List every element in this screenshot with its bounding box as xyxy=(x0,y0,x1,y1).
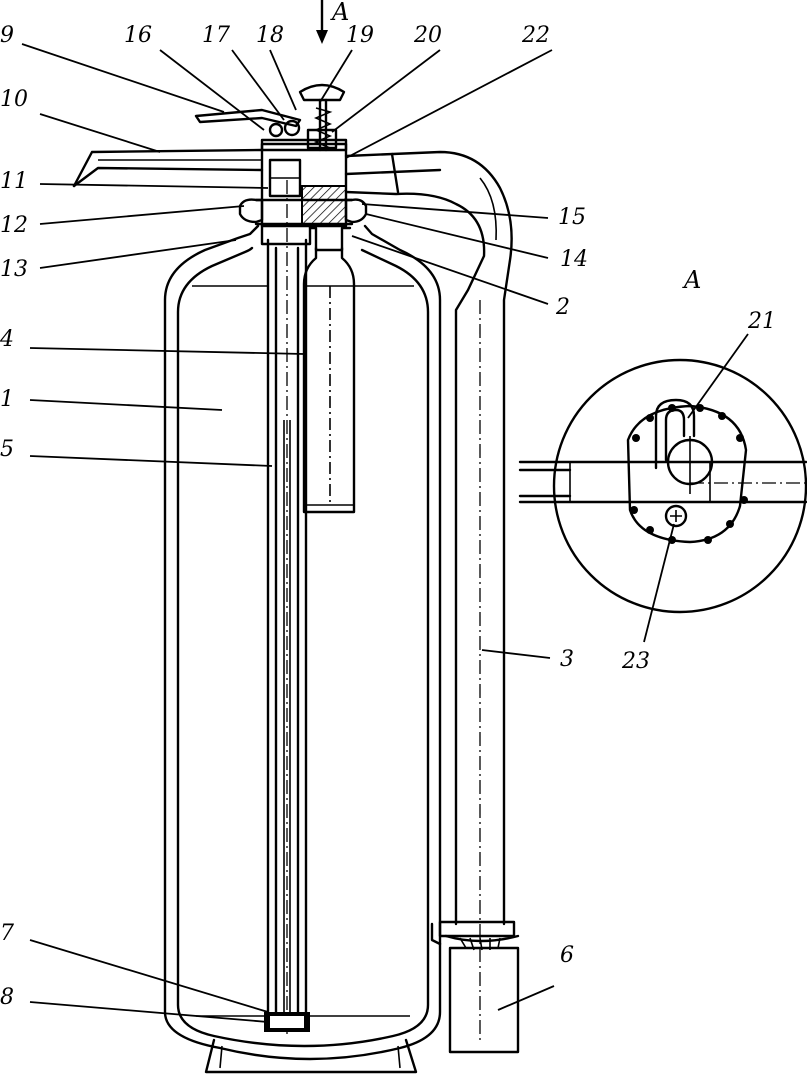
view-direction-arrow: A xyxy=(316,0,349,44)
detail-view-label: A xyxy=(682,266,701,294)
gas-cartridge xyxy=(302,246,356,514)
head-assembly xyxy=(194,83,368,252)
callout-20: 20 xyxy=(413,23,442,48)
callout-labels: 9 10 11 12 13 4 1 5 7 8 16 17 18 19 20 2… xyxy=(0,23,776,1010)
callout-22: 22 xyxy=(521,23,550,48)
callout-7: 7 xyxy=(0,921,14,946)
carrying-handle xyxy=(72,148,264,188)
callout-4: 4 xyxy=(0,327,14,352)
callout-6: 6 xyxy=(560,943,574,968)
siphon-tube xyxy=(264,180,310,1036)
view-arrow-label: A xyxy=(330,0,349,26)
callout-21: 21 xyxy=(747,309,776,334)
callout-18: 18 xyxy=(256,23,284,48)
callout-14: 14 xyxy=(560,247,588,272)
callout-15: 15 xyxy=(558,205,586,230)
detail-view-a xyxy=(518,358,807,614)
callout-23: 23 xyxy=(621,649,650,674)
callout-12: 12 xyxy=(0,213,28,238)
callout-17: 17 xyxy=(202,23,230,48)
callout-8: 8 xyxy=(0,985,14,1010)
callout-5: 5 xyxy=(0,437,14,462)
nozzle xyxy=(444,934,520,1054)
callout-13: 13 xyxy=(0,257,28,282)
callout-19: 19 xyxy=(346,23,374,48)
callout-2: 2 xyxy=(555,295,570,320)
callout-9: 9 xyxy=(0,23,14,48)
callout-16: 16 xyxy=(124,23,152,48)
callout-11: 11 xyxy=(0,169,28,194)
callout-1: 1 xyxy=(0,387,14,412)
leader-lines xyxy=(21,43,749,1023)
cylinder-body xyxy=(163,224,442,1074)
callout-3: 3 xyxy=(560,647,574,672)
callout-10: 10 xyxy=(0,87,28,112)
